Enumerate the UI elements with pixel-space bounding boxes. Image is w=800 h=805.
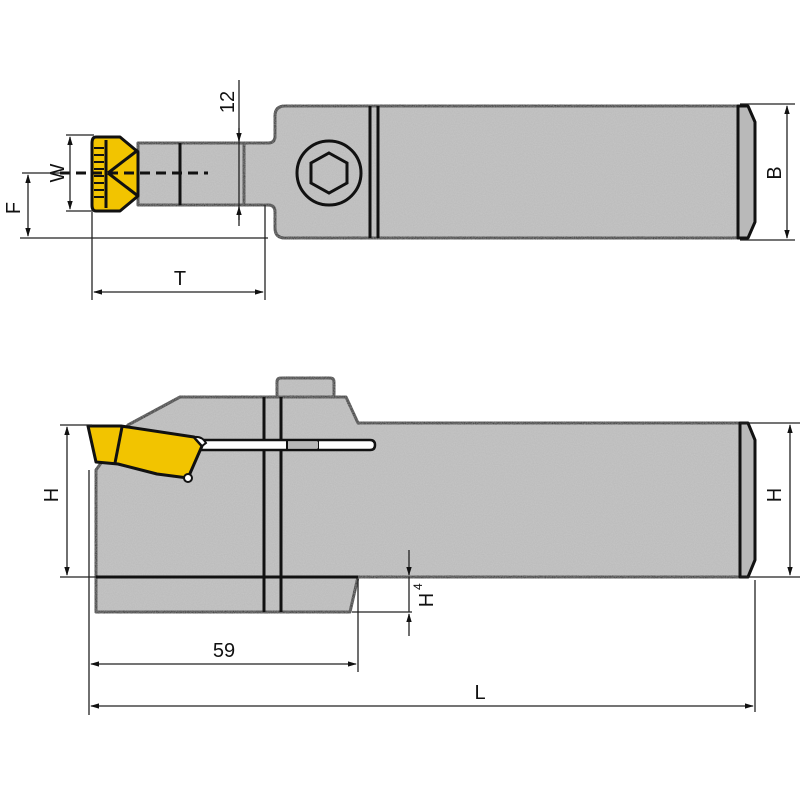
dim-label-h-left: H xyxy=(41,488,63,502)
dim-label-l: L xyxy=(474,682,485,704)
dim-label-59: 59 xyxy=(213,640,235,662)
side-insert xyxy=(86,424,208,483)
hex-socket-screw-icon xyxy=(295,139,363,207)
side-shank-end-chamfer xyxy=(738,421,757,579)
dim-label-t: T xyxy=(174,268,186,290)
svg-text:4: 4 xyxy=(411,583,425,590)
top-shank-body xyxy=(240,104,740,240)
dim-label-f: F xyxy=(3,202,25,214)
side-body xyxy=(94,395,742,614)
side-view: H H H 4 59 L xyxy=(41,376,800,715)
top-shank-end-chamfer xyxy=(736,104,757,240)
dim-label-h-right: H xyxy=(764,488,786,502)
top-view: W F T 12 B xyxy=(3,80,795,300)
side-clamp-block xyxy=(275,376,336,399)
svg-text:H: H xyxy=(416,593,438,607)
dim-label-b: B xyxy=(764,166,786,179)
dim-label-12: 12 xyxy=(217,91,239,113)
dim-label-h4: H 4 xyxy=(411,583,438,607)
